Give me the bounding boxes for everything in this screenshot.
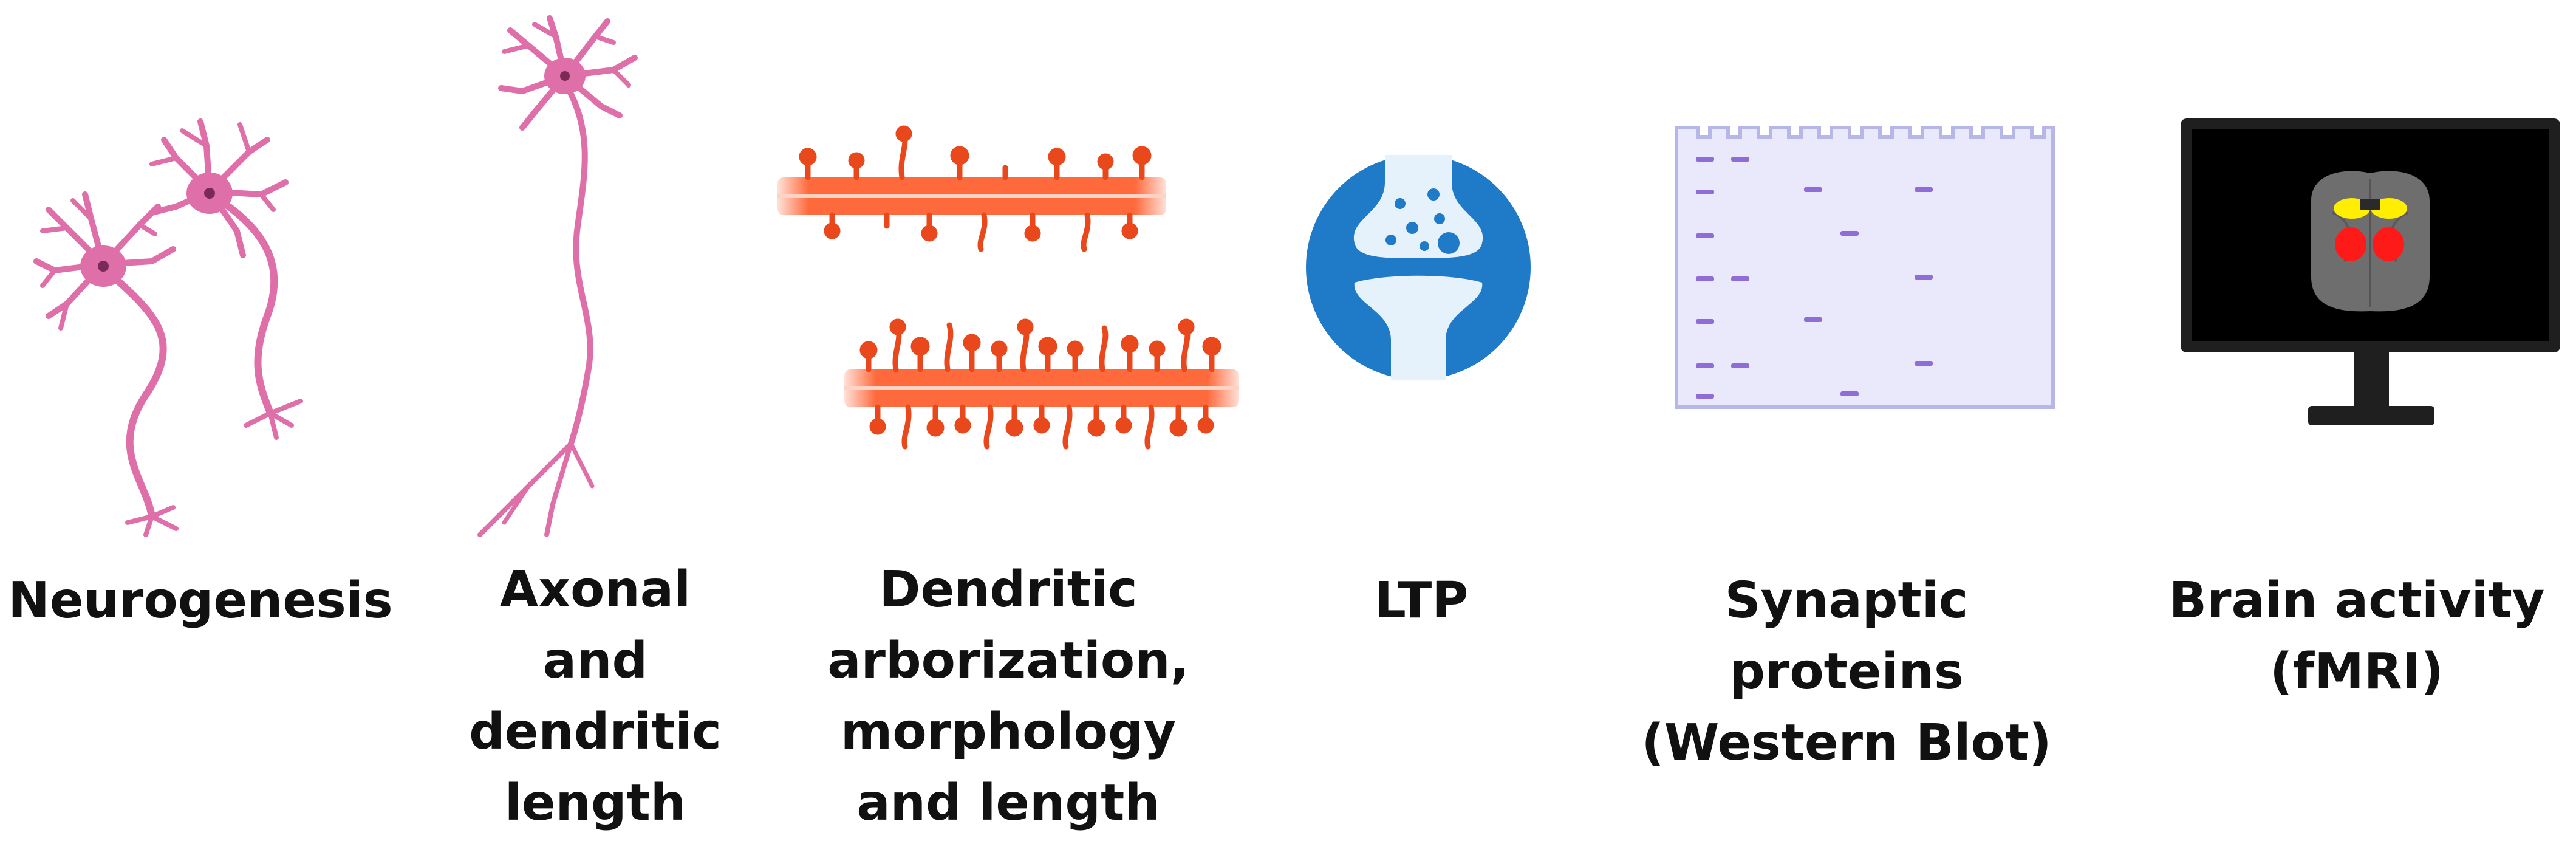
single-neuron-icon xyxy=(477,15,638,537)
panel-neurogenesis: Neurogenesis xyxy=(0,0,425,858)
fmri-monitor-icon xyxy=(2181,118,2560,425)
label-neurogenesis: Neurogenesis xyxy=(8,572,393,630)
label-brain-activity: Brain activity (fMRI) xyxy=(2168,572,2545,701)
panel-dendritic-arborization: Dendritic arborization, morphology and l… xyxy=(765,0,1251,858)
label-dendritic-arborization: Dendritic arborization, morphology and l… xyxy=(827,561,1189,832)
panel-synaptic-proteins: Synaptic proteins (Western Blot) xyxy=(1604,0,2089,858)
synapse-icon xyxy=(1306,155,1531,380)
dendrite-spines-icon xyxy=(777,125,1239,450)
panel-axonal-dendritic-length: Axonal and dendritic length xyxy=(425,0,765,858)
panel-ltp: LTP xyxy=(1251,0,1604,858)
panel-brain-activity: Brain activity (fMRI) xyxy=(2089,0,2576,858)
label-ltp: LTP xyxy=(1374,572,1469,630)
neurons-icon xyxy=(33,118,303,537)
western-blot-gel-icon xyxy=(1675,126,2055,409)
label-axonal-dendritic-length: Axonal and dendritic length xyxy=(469,561,722,832)
label-synaptic-proteins: Synaptic proteins (Western Blot) xyxy=(1641,572,2052,772)
